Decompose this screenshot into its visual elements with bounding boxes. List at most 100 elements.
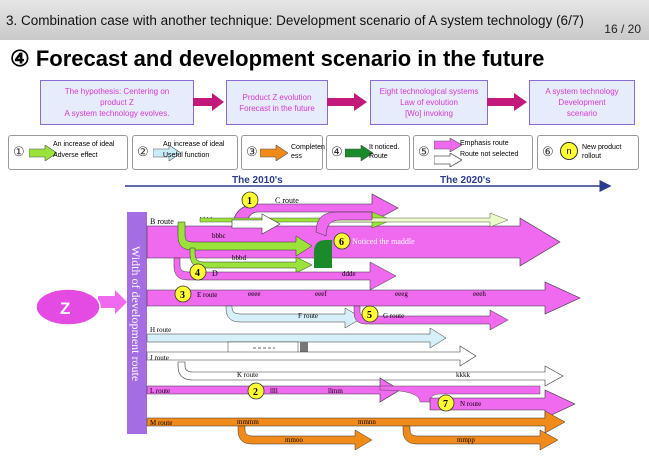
f-route-arrow [225, 305, 363, 329]
flow-box-text: product Z [100, 98, 134, 107]
m-route-arrow [146, 410, 566, 434]
bbbd-green-arrow [189, 247, 313, 274]
j-route-label: J route [150, 354, 169, 362]
marker-number: 5 [367, 310, 372, 321]
dddd-label: ddde [342, 270, 356, 278]
legend-item-1: ① An increase of ideal Adverse effect [8, 135, 128, 170]
main-title: ④ Forecast and development scenario in t… [10, 46, 545, 71]
marker-4: 4 [189, 263, 207, 281]
g-route-label: G route [383, 312, 404, 320]
flow-box-text: Forecast in the future [239, 103, 315, 113]
eeeh-label: eeeh [473, 290, 486, 298]
legend-text: An increase of ideal [163, 141, 225, 148]
flow-box-evolution: Product Z evolution Forecast in the futu… [226, 80, 328, 125]
legend-number: ① [13, 144, 25, 159]
legend-text: ess [291, 153, 302, 160]
k-route-arrow [177, 361, 564, 387]
slide-header: 3. Combination case with another techniq… [0, 0, 649, 40]
product-z-label: Z [60, 299, 70, 318]
flow-box-law: Eight technological systems Law of evolu… [370, 80, 488, 125]
e-route-arrow [146, 281, 581, 315]
n-route-label: N route [460, 400, 481, 408]
legend-text: Useful function [163, 152, 210, 159]
green-arrow-icon [29, 145, 57, 161]
flow-box-text: Eight technological systems [379, 87, 479, 96]
m-route-label: M route [150, 419, 172, 427]
flow-box-text: scenario [566, 109, 598, 118]
f-route-label: F route [298, 312, 318, 320]
flow-box-text: Law of evolution [400, 98, 458, 107]
legend-item-3: ③ Completen ess [241, 135, 325, 170]
legend-text: Route not selected [460, 151, 519, 158]
header-title: 3. Combination case with another techniq… [6, 13, 584, 28]
flow-box-text: Development [558, 98, 606, 107]
flow-box-text: The hypothesis: Centering on [64, 87, 170, 96]
noticed-label: Noticed the maddle [352, 237, 415, 246]
marker-1: 1 [241, 191, 259, 209]
orange-arrow-icon [260, 145, 288, 161]
legend-number: ④ [331, 144, 343, 159]
flow-box-hypothesis: The hypothesis: Centering on product Z A… [40, 80, 194, 125]
noticed-route-marker [314, 240, 332, 268]
b-route-label: B route [150, 217, 174, 226]
legend-text: An increase of ideal [53, 141, 115, 148]
page-number: 16 / 20 [604, 22, 641, 36]
timeline-label-2020s: The 2020's [440, 175, 491, 186]
legend-text: Adverse effect [53, 152, 98, 159]
mmnn-label: mmnn [358, 418, 376, 426]
timeline-label-2010s: The 2010's [232, 175, 283, 186]
new-product-badge-icon: n [560, 142, 578, 160]
bbbc-green-arrow [177, 221, 313, 257]
legend-text: Emphasis route [460, 140, 509, 147]
flow-arrow-icon [327, 93, 367, 111]
j-route-arrow [146, 345, 477, 367]
kkkk-label: kkkk [456, 371, 471, 379]
legend-item-4: ④ It noticed. Route [326, 135, 410, 170]
mmoo-label: mmoo [285, 436, 303, 444]
white-arrow-icon [434, 153, 462, 167]
h-route-label: H route [150, 326, 171, 334]
flow-arrow-icon [193, 93, 224, 111]
marker-3: 3 [174, 285, 192, 303]
c-route-label: C route [275, 196, 299, 205]
marker-number: 3 [180, 290, 185, 301]
flow-box-text: A system technology [545, 87, 619, 96]
pink-arrow-icon [434, 138, 462, 152]
eeef-label: eeef [315, 290, 327, 298]
dark-green-arrow-icon [345, 145, 373, 161]
flow-arrow-icon [487, 93, 527, 111]
flow-box-text: Product Z evolution [242, 92, 312, 102]
bbbc-label: bbbc [212, 232, 226, 240]
legend-number: ③ [246, 144, 258, 159]
llmm-label: llmm [328, 387, 343, 395]
z-connector-arrow [98, 290, 127, 314]
marker-number: 4 [195, 268, 200, 279]
l-route-arrow [146, 377, 401, 403]
legend-item-5: ⑤ Emphasis route Route not selected [413, 135, 533, 170]
mmpp-label: mmpp [457, 436, 475, 444]
flow-box-scenario: A system technology Development scenario [529, 80, 635, 125]
b-route-arrow [146, 217, 561, 267]
d-route-arrow [173, 257, 397, 291]
marker-2: 2 [247, 382, 265, 400]
marker-number: 1 [247, 196, 252, 207]
l-route-label: L route [150, 387, 170, 395]
route-width-label: Width of development route [129, 246, 143, 381]
mmpp-route-arrow [402, 425, 559, 451]
marker-5: 5 [361, 305, 379, 323]
marker-6: 6 [333, 232, 351, 250]
eeee-label: eeee [248, 290, 260, 298]
green-continuation-arrow [329, 212, 509, 228]
c-route-merge [315, 211, 373, 237]
h-route-arrow [146, 327, 447, 349]
product-z-node [35, 288, 101, 326]
marker-number: 2 [253, 387, 258, 398]
legend-number: ② [137, 144, 149, 159]
legend-number: ⑤ [418, 144, 430, 159]
legend-text: rollout [582, 153, 602, 160]
legend-text: Completen [291, 144, 325, 151]
marker-number: 6 [339, 237, 344, 248]
route-width-bar [127, 212, 147, 434]
flow-box-text: A system technology evolves. [64, 109, 170, 118]
